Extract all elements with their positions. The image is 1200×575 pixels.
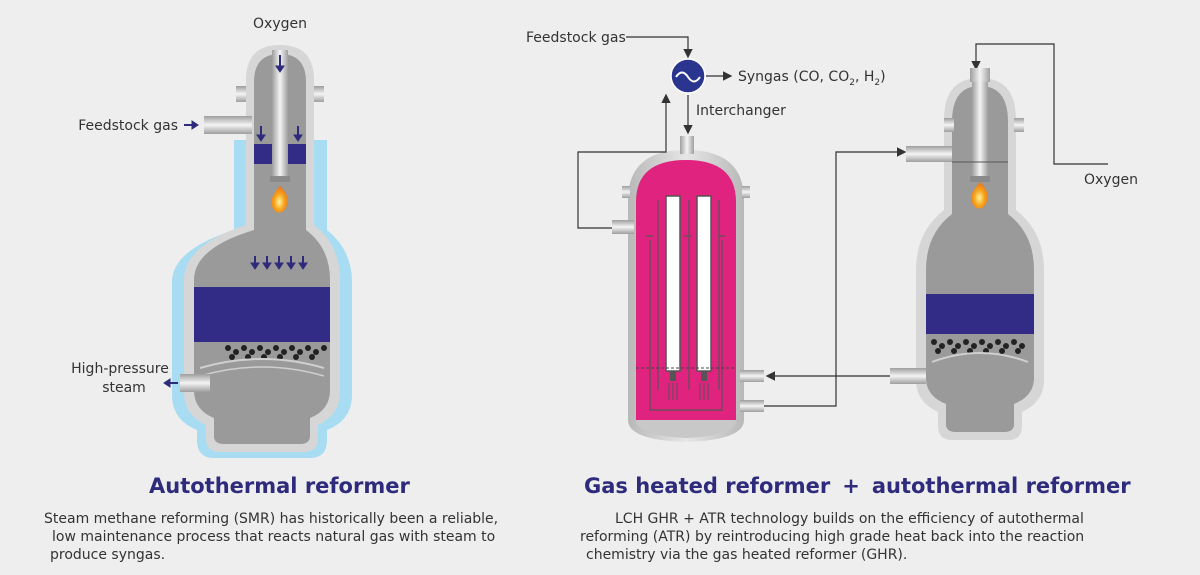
down-arrow-icon xyxy=(286,256,296,270)
atr-pellet-layer xyxy=(225,345,327,360)
ghr-nozzle-right-1 xyxy=(740,370,764,382)
atr-steam-label-1: High-pressure xyxy=(71,361,169,377)
atr-title: Autothermal reformer xyxy=(149,474,410,498)
ghr-nozzle-left xyxy=(612,220,634,234)
combined-title: Gas heated reformer + autothermal reformer xyxy=(584,474,1131,498)
syngas-mid: , H xyxy=(855,69,874,85)
interchanger xyxy=(670,58,706,94)
syngas-label: Syngas (CO, CO2, H2) xyxy=(738,69,886,88)
down-arrow-icon xyxy=(275,55,285,73)
ghr-vessel xyxy=(612,136,764,442)
flame-icon xyxy=(971,182,988,209)
atr-feed-pipe xyxy=(204,116,252,134)
atr-oxygen-label: Oxygen xyxy=(253,16,307,32)
atr-steam-label-2: steam xyxy=(102,380,146,396)
atr2-feed-pipe xyxy=(906,146,952,162)
ghr-nozzle-right-2 xyxy=(740,400,764,412)
down-arrow-icon xyxy=(250,256,260,270)
atr-nozzle-left xyxy=(236,86,246,102)
combined-description-line: LCH GHR + ATR technology builds on the e… xyxy=(615,511,1084,527)
ghr-interior xyxy=(636,160,736,420)
down-arrow-icon xyxy=(262,256,272,270)
combined-title-plus: + xyxy=(842,474,860,498)
combined-description-line: reforming (ATR) by reintroducing high gr… xyxy=(580,529,1085,545)
right-flow-lines xyxy=(577,36,1108,407)
combined-title-part2: autothermal reformer xyxy=(871,474,1131,498)
atr-flow-arrows xyxy=(163,55,308,388)
wave-icon xyxy=(675,71,701,83)
atr-vessel xyxy=(172,45,352,458)
right-arrow-icon xyxy=(184,120,199,130)
syngas-prefix: Syngas (CO, CO xyxy=(738,69,849,85)
combined-title-part1: Gas heated reformer xyxy=(584,474,831,498)
combined-description: LCH GHR + ATR technology builds on the e… xyxy=(580,510,1084,564)
ghr-tube-right xyxy=(696,195,712,372)
ghr-top-nozzle xyxy=(680,136,694,154)
atr2-top-nozzle xyxy=(970,68,990,82)
down-arrow-icon xyxy=(298,256,308,270)
syngas-suffix: ) xyxy=(880,69,885,85)
ghr-feedstock-label: Feedstock gas xyxy=(526,30,626,46)
interchanger-label: Interchanger xyxy=(696,103,786,119)
down-arrow-icon xyxy=(256,126,266,142)
atr-description-line: produce syngas. xyxy=(50,547,166,563)
atr-description-line: Steam methane reforming (SMR) has histor… xyxy=(44,511,499,527)
down-arrow-icon xyxy=(293,126,303,142)
left-arrow-icon xyxy=(163,378,178,388)
atr-description: Steam methane reforming (SMR) has histor… xyxy=(44,510,498,564)
atr2-catalyst-bed xyxy=(926,294,1034,334)
atr-nozzle-right xyxy=(314,86,324,102)
atr2-oxygen-label: Oxygen xyxy=(1084,172,1138,188)
atr2-pellet-layer xyxy=(931,339,1025,354)
atr-description-line: low maintenance process that reacts natu… xyxy=(52,529,496,545)
syngas-sub-1: 2 xyxy=(849,78,855,88)
syngas-sub-2: 2 xyxy=(874,78,880,88)
combined-description-line: chemistry via the gas heated reformer (G… xyxy=(586,547,908,563)
atr2-oxygen-pipe xyxy=(972,82,988,180)
atr-catalyst-bed xyxy=(194,287,330,342)
atr-steam-pipe xyxy=(180,374,210,392)
atr-feedstock-label: Feedstock gas xyxy=(78,118,178,134)
atr2-vessel xyxy=(890,68,1044,440)
down-arrow-icon xyxy=(274,256,284,270)
atr2-side-pipe xyxy=(890,368,926,384)
ghr-tube-left xyxy=(665,195,681,372)
flame-icon xyxy=(271,186,288,213)
